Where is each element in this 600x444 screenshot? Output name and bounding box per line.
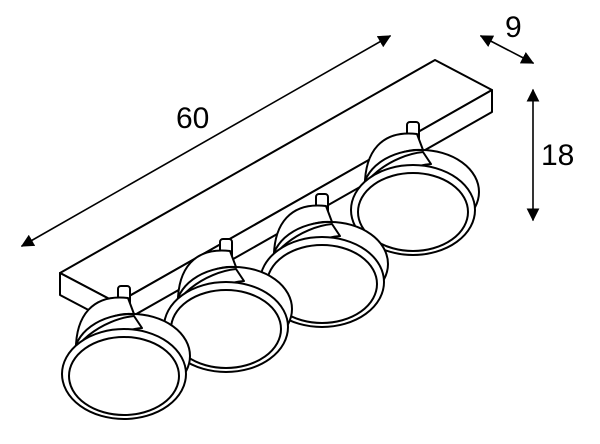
dim-length-label: 60 [176,102,210,135]
spotlight-4 [61,285,191,420]
lens-ring [357,172,469,252]
dim-depth-line [479,35,535,64]
spotlight-group [61,121,480,420]
lens-ring [68,336,180,416]
dim-length-line [20,35,392,247]
spotlight-3 [163,238,293,373]
spotlight-1 [350,121,480,256]
dim-height-label: 18 [541,139,575,172]
dim-depth-label: 9 [505,11,522,44]
